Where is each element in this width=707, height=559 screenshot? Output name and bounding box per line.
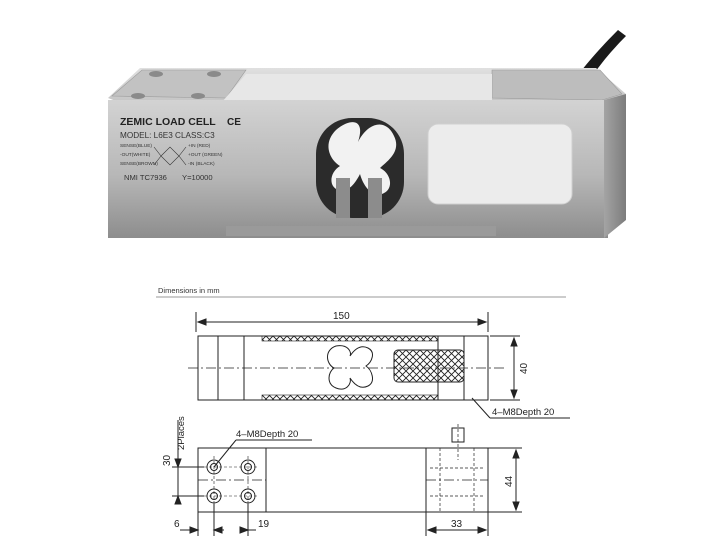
wire-out-neg: -OUT(WHITE) [120, 152, 151, 158]
note-bottom-label: 4–M8Depth 20 [236, 429, 298, 440]
right-label-pocket [427, 123, 573, 205]
top-groove [261, 335, 439, 342]
mount-hole-icon [131, 93, 145, 99]
sensor-pocket-hatched [393, 349, 465, 383]
front-view: 4–M8Depth 20 30 2Places 44 [162, 416, 522, 536]
right-end-pad [491, 69, 623, 101]
load-cell-photo: ZEMIC LOAD CELL CE MODEL: L6E3 CLASS:C3 … [108, 30, 626, 238]
binocular-cutout [316, 118, 404, 218]
note-top-label: 4–M8Depth 20 [492, 407, 554, 418]
bottom-edge [226, 226, 496, 236]
dim-150-label: 150 [333, 311, 350, 322]
mount-hole-icon [149, 71, 163, 77]
dimensions-header: Dimensions in mm [158, 286, 220, 295]
dim-6-label: 6 [174, 519, 180, 530]
wire-in-pos: +IN (RED) [188, 143, 211, 149]
right-end-face [604, 94, 626, 238]
ce-mark: CE [227, 117, 241, 128]
mount-hole-icon [191, 93, 205, 99]
wire-in-neg: -IN (BLACK) [188, 161, 215, 167]
mount-hole-icon [207, 71, 221, 77]
dim-40-label: 40 [519, 362, 530, 374]
y-value-text: Y=10000 [182, 173, 213, 182]
brand-text: ZEMIC LOAD CELL [120, 116, 216, 128]
dim-30-label: 30 [162, 454, 173, 466]
nmi-text: NMI TC7936 [124, 173, 167, 182]
left-end-pad [111, 69, 247, 99]
model-text: MODEL: L6E3 CLASS:C3 [120, 131, 215, 140]
bridge-diagram-icon [153, 146, 187, 166]
wire-sense-neg: SENSE(BROWN) [120, 161, 158, 167]
top-view: 150 40 [188, 311, 570, 419]
binocular-hole-outline [327, 345, 373, 390]
product-label: ZEMIC LOAD CELL CE MODEL: L6E3 CLASS:C3 … [120, 116, 241, 182]
leader-top [471, 397, 491, 419]
dim-33-label: 33 [451, 519, 463, 530]
threaded-holes [204, 456, 258, 506]
bottom-groove [261, 394, 439, 401]
technical-drawing: Dimensions in mm 150 [156, 286, 570, 536]
dim-44-label: 44 [504, 475, 515, 487]
wire-out-pos: +OUT (GREEN) [188, 152, 223, 158]
places-label: 2Places [176, 416, 187, 450]
wire-sense-pos: SENSE(BLUE) [120, 143, 152, 149]
top-center-pocket [222, 74, 492, 104]
dim-19-label: 19 [258, 519, 270, 530]
